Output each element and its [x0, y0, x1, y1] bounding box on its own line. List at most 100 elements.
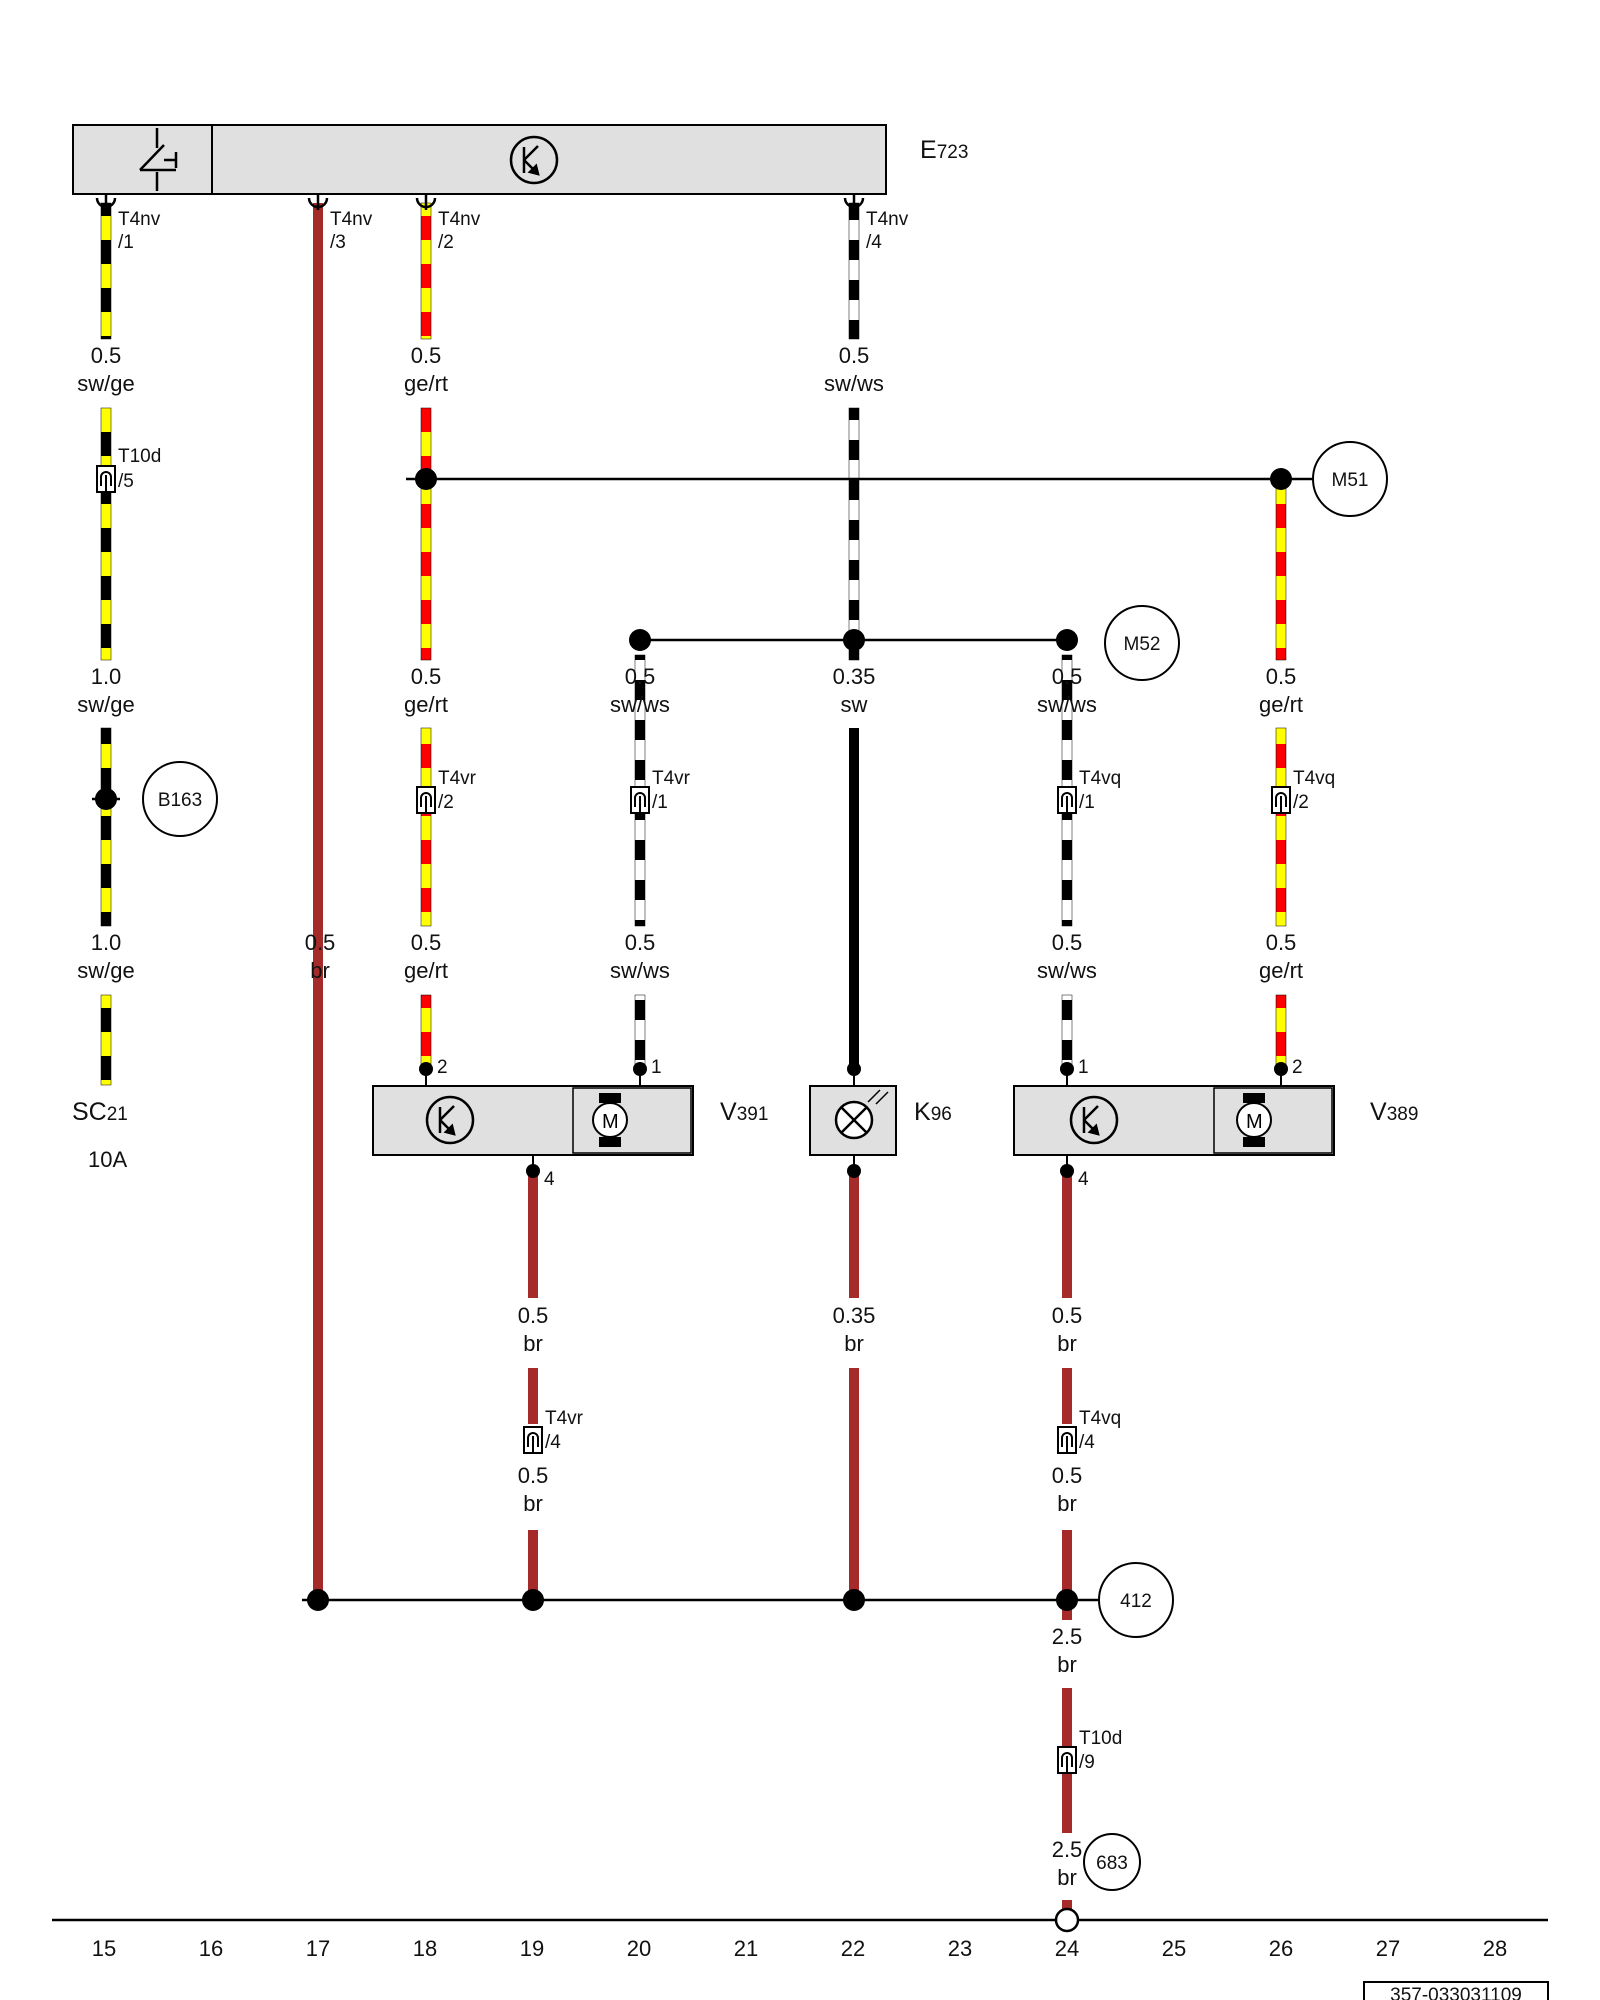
grid-number: 21 — [734, 1936, 758, 1961]
wire-size: 0.5 — [625, 930, 656, 955]
ground-terminal — [1054, 1907, 1080, 1933]
connector-name: T4vq — [1079, 768, 1121, 789]
wire-segment — [634, 994, 646, 1072]
grid-number: 16 — [199, 1936, 223, 1961]
ref-circle-m52 — [1104, 605, 1180, 681]
pin-number: 2 — [1292, 1057, 1303, 1078]
socket-icon — [415, 194, 437, 210]
connector-pin: /9 — [1079, 1752, 1095, 1773]
grid-number: 22 — [841, 1936, 865, 1961]
wire-color: br — [523, 1491, 543, 1516]
connector-name: T10d — [1079, 1728, 1122, 1749]
wire-segment — [420, 202, 432, 340]
wire-segment — [1275, 479, 1287, 661]
grid-number: 18 — [413, 1936, 437, 1961]
wire-size: 2.5 — [1052, 1624, 1083, 1649]
plug-connector-icon — [1057, 1746, 1077, 1774]
grid-number: 26 — [1269, 1936, 1293, 1961]
connector-pin: /4 — [866, 232, 882, 253]
wire-size: 0.5 — [839, 343, 870, 368]
v391-label: V391 — [720, 1098, 768, 1126]
plug-connector-icon — [96, 465, 116, 493]
wire-labels: 0.5 sw/ge 0.5 ge/rt 0.5 sw/ws 1.0 sw/ge … — [77, 343, 1303, 1890]
light-rays-icon — [867, 1089, 889, 1105]
k96-label: K96 — [914, 1098, 952, 1126]
drawing-id-box — [1363, 1981, 1549, 2000]
plug-connector-icon — [523, 1426, 543, 1454]
electronic-control-icon — [1069, 1095, 1119, 1145]
grid-number: 23 — [948, 1936, 972, 1961]
motor-icon: M — [592, 1093, 628, 1147]
wire-segment — [1275, 994, 1287, 1072]
junction-dot — [307, 1589, 329, 1611]
wire-color: sw/ws — [610, 958, 670, 983]
plug-connector-icon — [1271, 786, 1291, 814]
wire-segment — [313, 203, 323, 1600]
fuse-rating: 10A — [88, 1147, 127, 1172]
connector-name: T4nv — [330, 209, 373, 230]
wire-size: 0.5 — [91, 343, 122, 368]
drawing-id: 357-033031109 — [1390, 1985, 1522, 2000]
grid-number: 24 — [1055, 1936, 1079, 1961]
wire-size: 0.5 — [518, 1303, 549, 1328]
wire-segment — [1061, 994, 1073, 1072]
wire-size: 0.5 — [518, 1463, 549, 1488]
wire-size: 0.5 — [1052, 1303, 1083, 1328]
connector-name: T4vr — [438, 768, 477, 789]
grid-number: 17 — [306, 1936, 330, 1961]
ref-label: 412 — [1120, 1591, 1152, 1612]
wire-color: br — [1057, 1331, 1077, 1356]
t4nv-pins — [95, 194, 865, 210]
grid-number: 15 — [92, 1936, 116, 1961]
connector-pin: /4 — [545, 1432, 561, 1453]
ref-label: M51 — [1332, 470, 1369, 491]
grid-number: 19 — [520, 1936, 544, 1961]
electronic-control-icon — [425, 1095, 475, 1145]
grid-number: 27 — [1376, 1936, 1400, 1961]
wire-color: sw — [841, 692, 868, 717]
e723-label: E723 — [920, 136, 968, 164]
wire-size: 0.35 — [833, 664, 876, 689]
socket-icon — [95, 194, 117, 210]
wire-color: ge/rt — [1259, 958, 1303, 983]
socket-icon — [307, 194, 329, 210]
wire-size: 0.5 — [625, 664, 656, 689]
pin-number: 2 — [437, 1057, 448, 1078]
connector-pin: /3 — [330, 232, 346, 253]
connector-pin: /4 — [1079, 1432, 1095, 1453]
junction-dot — [1056, 1589, 1078, 1611]
wire-color: br — [310, 958, 330, 983]
wire-segment — [100, 407, 112, 661]
wire-color: sw/ws — [824, 371, 884, 396]
pin-number: 4 — [544, 1169, 555, 1190]
wire-color: br — [523, 1331, 543, 1356]
v389-label: V389 — [1370, 1098, 1418, 1126]
wire-size: 0.5 — [305, 930, 336, 955]
wire-color: br — [1057, 1491, 1077, 1516]
wire-segment — [100, 202, 112, 340]
ref-circle-683 — [1083, 1833, 1141, 1891]
socket-icon — [843, 194, 865, 210]
wire-size: 0.5 — [1266, 664, 1297, 689]
wire-color: sw/ws — [1037, 692, 1097, 717]
grid-number: 20 — [627, 1936, 651, 1961]
wire-segment — [849, 728, 859, 1068]
wire-color: ge/rt — [404, 958, 448, 983]
wire-color: ge/rt — [404, 692, 448, 717]
wire-segment — [528, 1368, 538, 1424]
wire-color: sw/ws — [610, 692, 670, 717]
wire-color: ge/rt — [1259, 692, 1303, 717]
connector-name: T10d — [118, 446, 161, 467]
wire-color: br — [1057, 1652, 1077, 1677]
wire-color: br — [844, 1331, 864, 1356]
v389-actuator: M V389 — [1013, 1069, 1418, 1171]
ref-label: M52 — [1124, 634, 1161, 655]
wire-color: sw/ge — [77, 692, 134, 717]
wire-segment — [420, 407, 432, 661]
connector-pin: /2 — [1293, 792, 1309, 813]
wires — [100, 202, 1287, 1920]
pin-number: 4 — [1078, 1169, 1089, 1190]
ref-circle-412 — [1098, 1562, 1174, 1638]
junction-dot — [843, 629, 865, 651]
